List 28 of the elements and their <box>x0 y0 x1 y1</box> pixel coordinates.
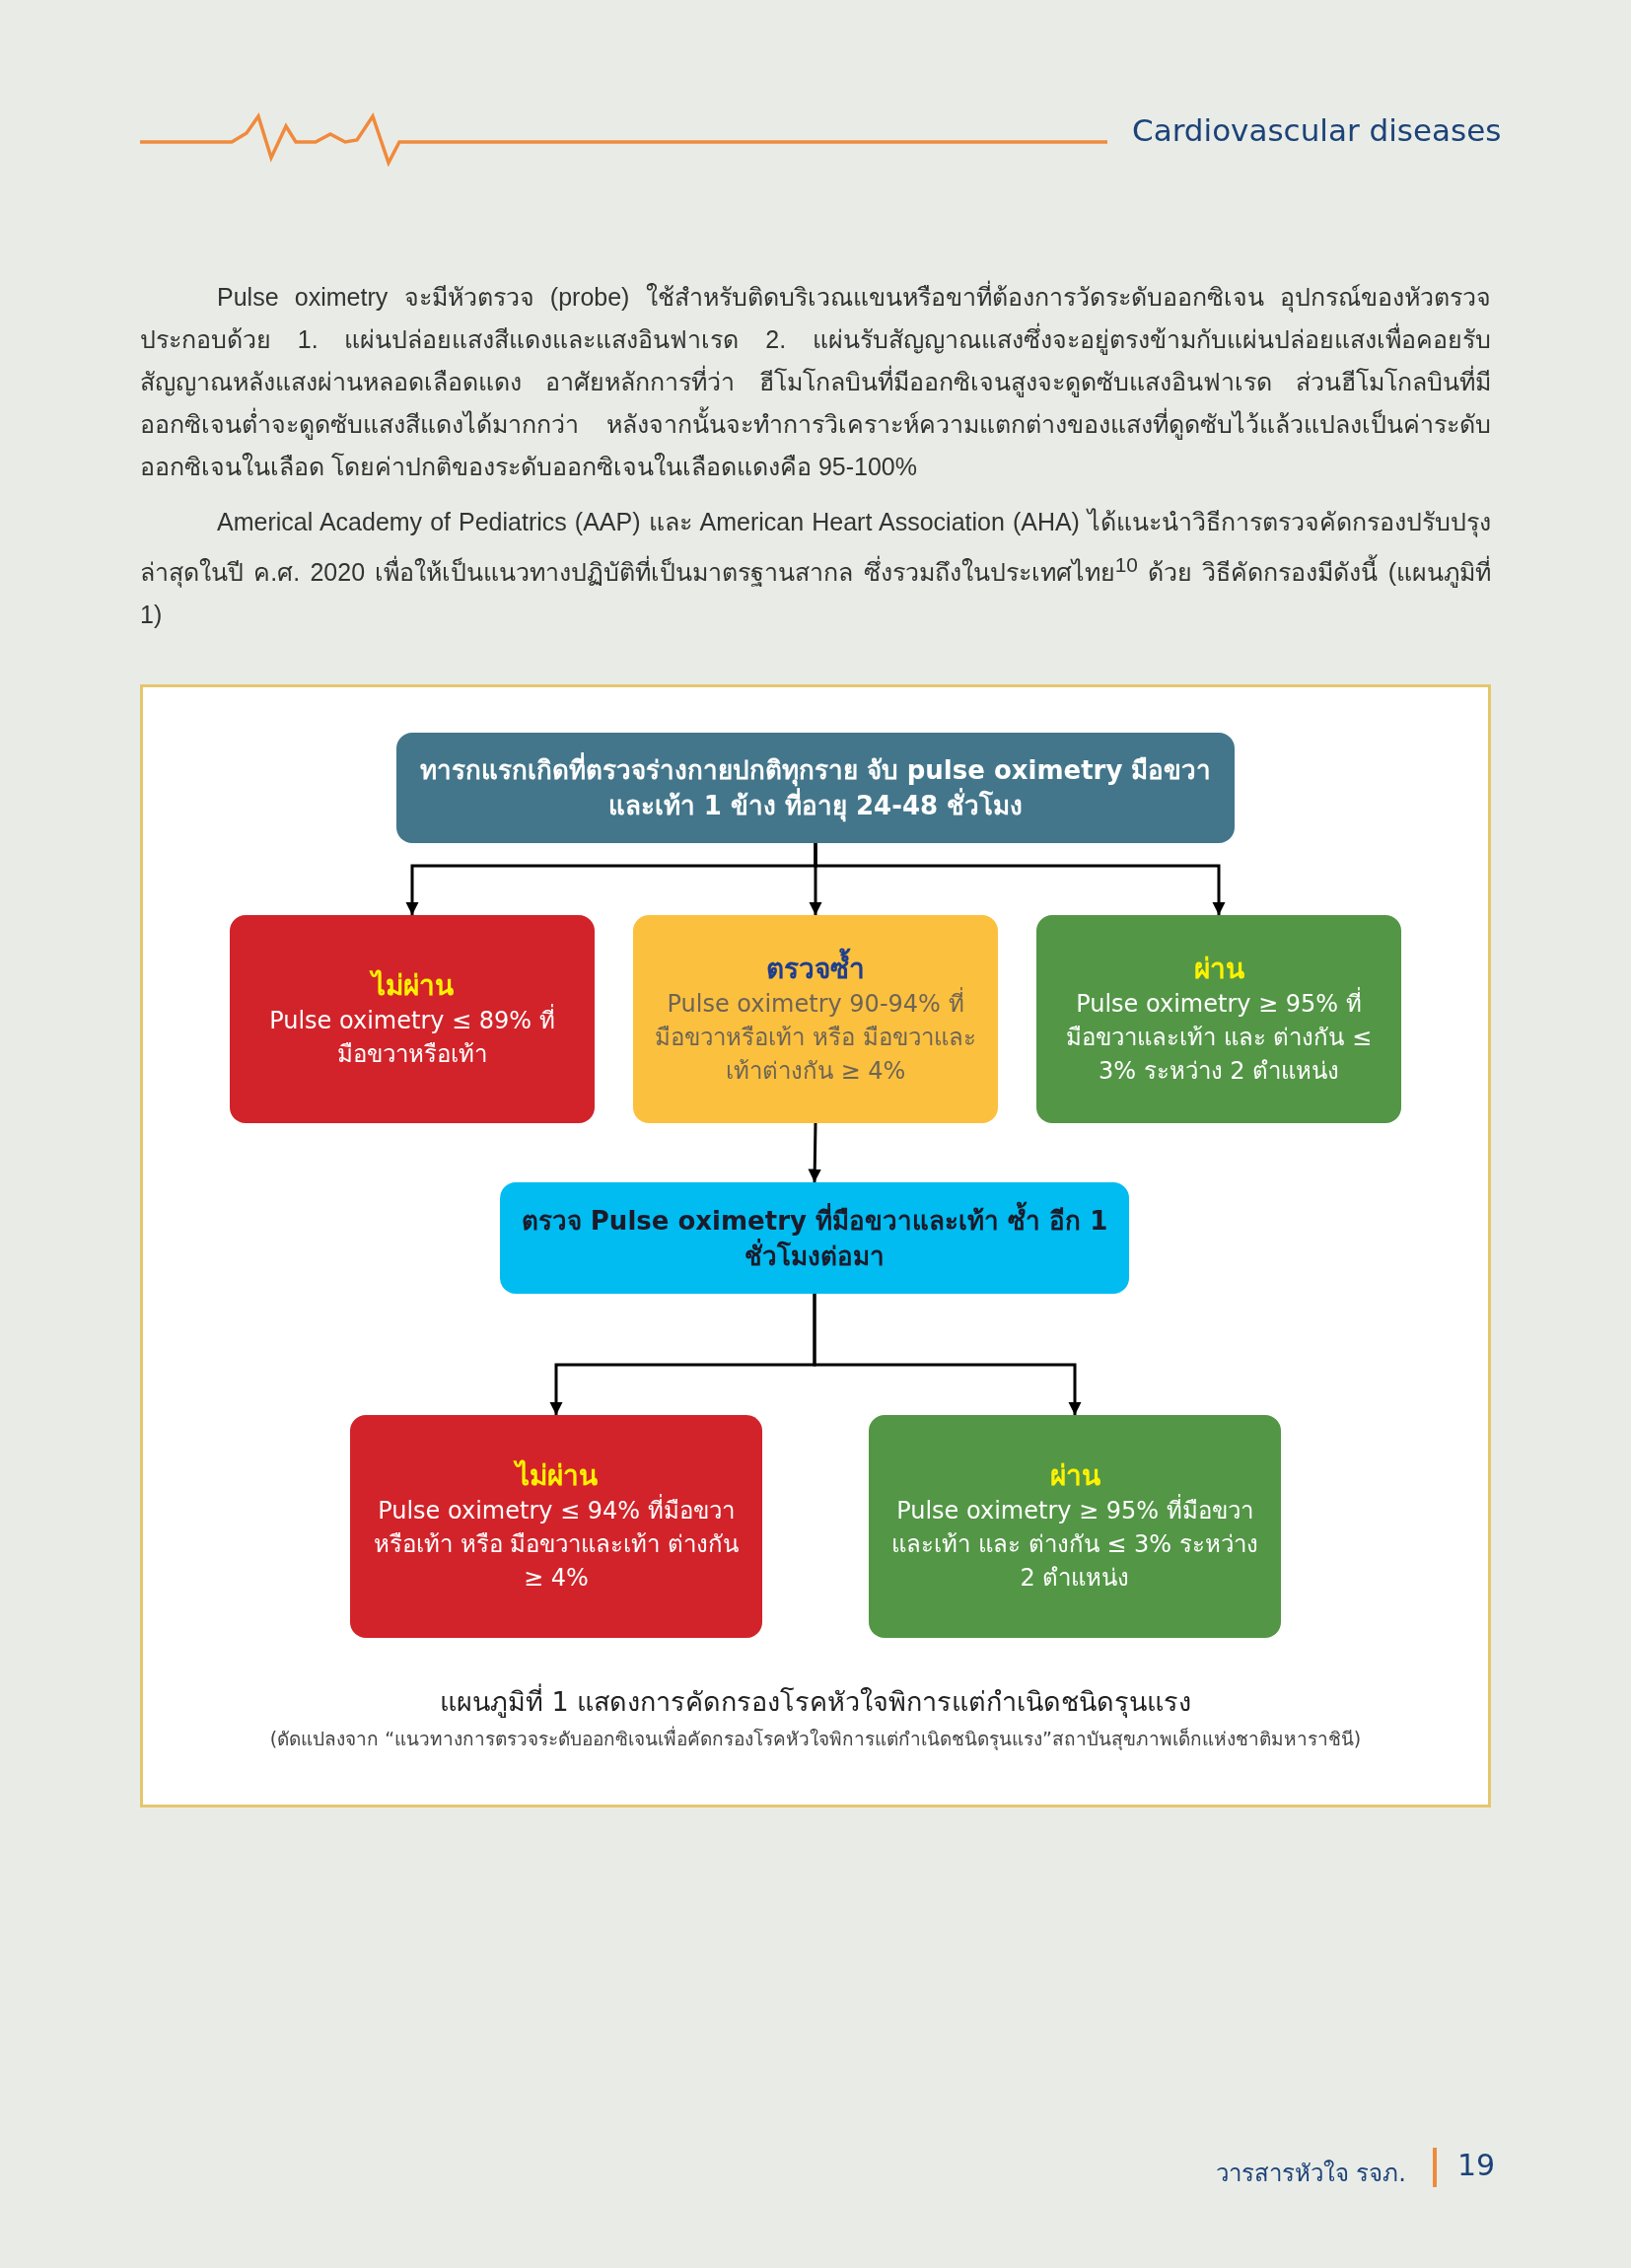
box-heading: ผ่าน <box>1049 1458 1100 1494</box>
box-text: Pulse oximetry ≥ 95% ที่มือขวาและเท้า และ ต่างกัน ≤ 3% ระหว่าง 2 ตำแหน่ง <box>1065 986 1373 1087</box>
figure-caption: แผนภูมิที่ 1 แสดงการคัดกรองโรคหัวใจพิการแต่กำเนิดชนิดรุนแรง <box>140 1680 1491 1723</box>
box-heading: ไม่ผ่าน <box>515 1458 598 1494</box>
repeat-box <box>633 915 998 1123</box>
box-text: Pulse oximetry ≤ 89% ที่มือขวาหรือเท้า <box>268 1003 556 1070</box>
arrow <box>813 1294 1082 1415</box>
fail-box <box>350 1415 762 1638</box>
source-note: (ดัดแปลงจาก “แนวทางการตรวจระดับออกซิเจนเพื่อคัดกรองโรคหัวใจพิการแต่กำเนิดชนิดรุนแรง”สถาบันสุขภาพเด็กแห่งชาติมหาราชินี) <box>268 1725 1363 1752</box>
box-text: Pulse oximetry ≥ 95% ที่มือขวาและเท้า และ ต่างกัน ≤ 3% ระหว่าง 2 ตำแหน่ง <box>883 1494 1267 1595</box>
box-text: ตรวจ Pulse oximetry ที่มือขวาและเท้า ซ้ำ อีก 1 ชั่วโมงต่อมา <box>514 1202 1115 1274</box>
retest-box <box>500 1182 1129 1294</box>
pass-box <box>869 1415 1281 1638</box>
fail-box <box>230 915 595 1123</box>
header-title: Cardiovascular diseases <box>1132 112 1502 148</box>
arrow <box>808 1122 821 1183</box>
arrow <box>814 843 1226 915</box>
start-box <box>396 733 1235 843</box>
box-text: Pulse oximetry 90-94% ที่มือขวาหรือเท้า หรือ มือขวาและเท้าต่างกัน ≥ 4% <box>654 986 977 1087</box>
paragraph: Pulse oximetry จะมีหัวตรวจ (probe) ใช้สำหรับติดบริเวณแขนหรือขาที่ต้องการวัดระดับออกซิเจน อุปกรณ์ของหัวตรวจประกอบด้วย 1. แผ่นปล่อยแสงสีแดงและแสงอินฟาเรด 2. แผ่นรับสัญญาณแสงซึ่งจะอยู่ตรงข้ามกับแผ่นปล่อยแสงเพื่อคอยรับสัญญาณหลังแสงผ่านหลอดเลือดแดง อาศัยหลักการที่ว่า ฮีโมโกลบินที่มีออกซิเจนสูงจะดูดซับแสงอินฟาเรด ส่วนฮีโมโกลบินที่มีออกซิเจนต่ำจะดูดซับแสงสีแดงได้มากกว่า หลังจากนั้นจะทำการวิเคราะห์ความแตกต่างของแสงที่ดูดซับไว้แล้วแปลงเป็นค่าระดับออกซิเจนในเลือด โดยค่าปกติของระดับออกซิเจนในเลือดแดงคือ 95-100% <box>140 276 1491 488</box>
journal-name: วารสารหัวใจ รจภ. <box>1215 2159 1406 2189</box>
box-text: ทารกแรกเกิดที่ตรวจร่างกายปกติทุกราย จับ pulse oximetry มือขวาและเท้า 1 ข้าง ที่อายุ 24-48 ชั่วโมง <box>410 752 1221 823</box>
box-heading: ไม่ผ่าน <box>371 967 454 1004</box>
paragraph: Americal Academy of Pediatrics (AAP) และ American Heart Association (AHA) ได้แนะนำวิธีการตรวจคัดกรองปรับปรุงล่าสุดในปี ค.ศ. 2020 เพื่อให้เป็นแนวทางปฏิบัติที่เป็นมาตรฐานสากล ซึ่งรวมถึงในประเทศไทย$^{10}$ ด้วย วิธีคัดกรองมีดังนี้ (แผนภูมิที่ 1) <box>140 507 1491 631</box>
page-number: 19 <box>1457 2148 1496 2182</box>
pass-box <box>1036 915 1401 1123</box>
box-text: Pulse oximetry ≤ 94% ที่มือขวาหรือเท้า หรือ มือขวาและเท้า ต่างกัน ≥ 4% <box>364 1494 748 1595</box>
box-heading: ผ่าน <box>1193 951 1244 987</box>
